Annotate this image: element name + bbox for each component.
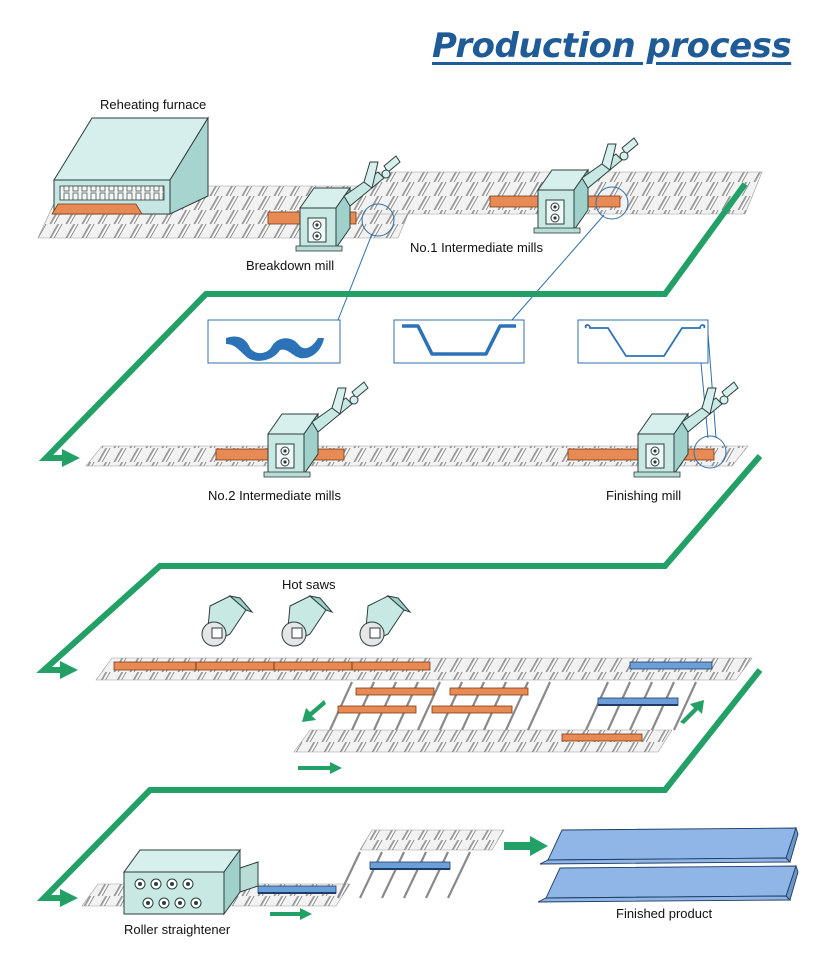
flow-arrow-icon <box>298 762 342 774</box>
intermediate-mills-2-label: No.2 Intermediate mills <box>208 488 341 503</box>
intermediate-mills-1-label: No.1 Intermediate mills <box>410 240 543 255</box>
row-2 <box>85 381 749 478</box>
reheating-furnace-icon <box>51 116 209 215</box>
hot-saws-label: Hot saws <box>282 577 336 592</box>
reheating-furnace-label: Reheating furnace <box>100 97 207 112</box>
rolling-mill-icon <box>533 137 639 234</box>
roller-straightener-label: Roller straightener <box>124 922 231 937</box>
roller-table <box>359 829 505 851</box>
cooled-bar <box>369 861 451 870</box>
flow-arrow-icon <box>302 700 326 722</box>
section-profile-breakdown <box>207 319 341 364</box>
flow-arrow-icon <box>60 889 78 907</box>
hot-saw-icon <box>201 595 254 647</box>
hot-saw-icon <box>281 595 334 647</box>
flow-arrow-icon <box>270 908 312 920</box>
rolling-mill-icon <box>633 381 739 478</box>
flow-arrow-icon <box>60 661 78 679</box>
flow-arrow-icon <box>62 449 80 467</box>
cooled-bar <box>257 885 337 894</box>
process-flow-path <box>36 182 763 901</box>
roller-straightener-icon <box>123 848 259 916</box>
section-profile-intermediate <box>393 319 525 364</box>
transfer-bed <box>337 851 471 899</box>
breakdown-mill-label: Breakdown mill <box>246 258 335 273</box>
finishing-mill-label: Finishing mill <box>606 488 682 503</box>
flow-arrow-icon <box>680 700 704 724</box>
section-profile-finishing <box>577 319 709 364</box>
flow-arrow-icon <box>504 836 548 856</box>
row-4 <box>81 826 799 920</box>
rolling-mill-icon <box>263 381 369 478</box>
hot-saw-icon <box>359 595 412 647</box>
finished-product-label: Finished product <box>616 906 713 921</box>
row-1 <box>37 116 763 252</box>
rolling-mill-icon <box>295 155 401 252</box>
row-3 <box>95 595 753 774</box>
hot-bars-cut <box>337 687 643 742</box>
sheet-pile-product-icon <box>537 826 799 903</box>
hot-bar <box>113 661 431 671</box>
page-title: Production process <box>432 26 792 66</box>
